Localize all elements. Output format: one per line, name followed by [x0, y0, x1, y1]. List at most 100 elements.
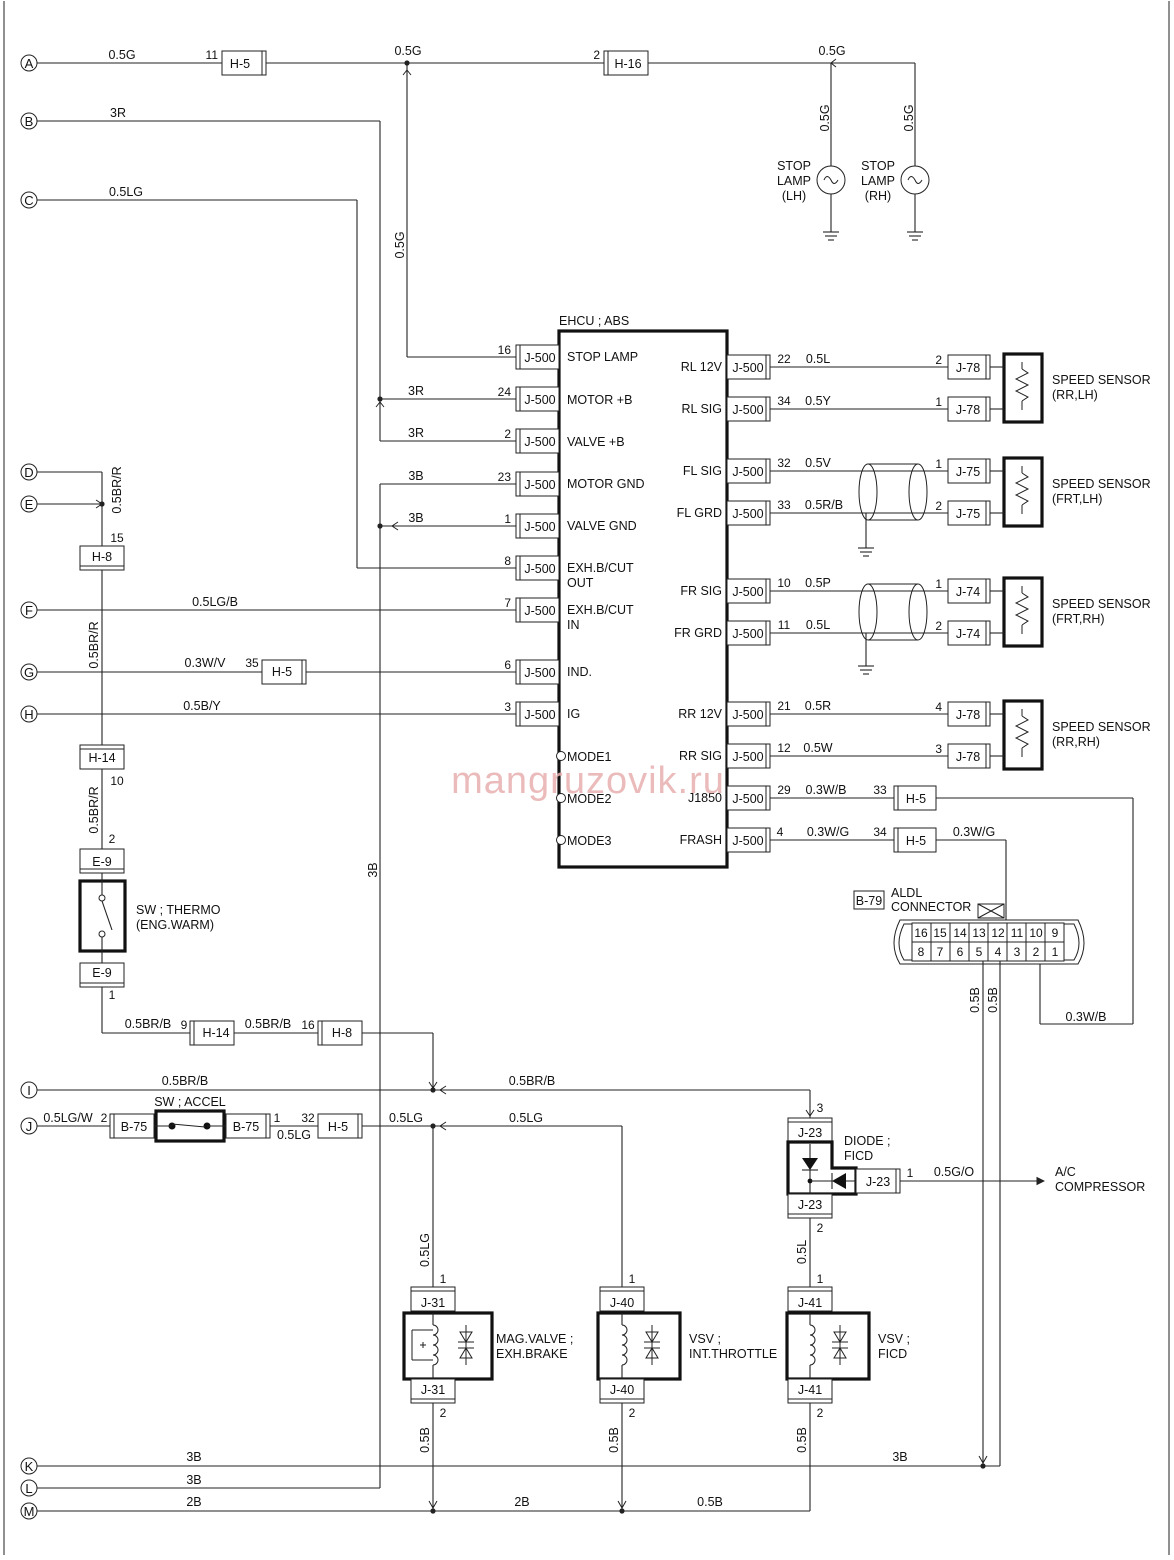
- mag-valve-exh-brake: 1 J-31 MAG.VALVE ; EXH.BRAKE J-31 2 0.5B: [402, 1272, 573, 1511]
- svg-text:0.3W/B: 0.3W/B: [1066, 1010, 1107, 1024]
- svg-text:0.5LG: 0.5LG: [389, 1111, 423, 1125]
- svg-text:0.5G: 0.5G: [394, 44, 421, 58]
- svg-text:23: 23: [498, 470, 512, 484]
- ecu-mode-pin: MODE2: [556, 792, 612, 806]
- svg-text:0.5BR/R: 0.5BR/R: [110, 466, 124, 513]
- svg-text:2: 2: [817, 1221, 824, 1235]
- svg-text:2B: 2B: [186, 1495, 201, 1509]
- svg-text:J-500: J-500: [524, 604, 555, 618]
- svg-text:11: 11: [206, 48, 219, 62]
- svg-text:J-500: J-500: [524, 393, 555, 407]
- svg-text:J-41: J-41: [798, 1383, 822, 1397]
- svg-text:STOP LAMP: STOP LAMP: [567, 350, 638, 364]
- svg-text:B: B: [25, 114, 34, 129]
- terminal-h: H: [20, 705, 38, 723]
- svg-text:J-500: J-500: [732, 792, 763, 806]
- svg-text:FL SIG: FL SIG: [683, 464, 722, 478]
- svg-text:10: 10: [777, 576, 791, 590]
- svg-text:IND.: IND.: [567, 665, 592, 679]
- svg-text:J-500: J-500: [732, 708, 763, 722]
- terminal-k: K: [20, 1457, 38, 1475]
- svg-text:0.5R/B: 0.5R/B: [805, 498, 843, 512]
- svg-text:16: 16: [914, 926, 928, 940]
- svg-text:I: I: [27, 1083, 31, 1098]
- svg-text:3B: 3B: [186, 1450, 201, 1464]
- svg-text:2: 2: [935, 499, 942, 513]
- diode-ficd: 3 J-23 DIODE ; FICD J-23 1 0.5G/O A/C CO…: [786, 1101, 1145, 1287]
- svg-text:21: 21: [777, 699, 791, 713]
- svg-text:F: F: [25, 603, 33, 618]
- svg-text:1: 1: [935, 395, 942, 409]
- svg-text:16: 16: [498, 343, 512, 357]
- svg-text:J-500: J-500: [732, 507, 763, 521]
- svg-text:EHCU ; ABS: EHCU ; ABS: [559, 314, 629, 328]
- vsv-int-throttle: 1 J-40 VSV ; INT.THROTTLE J-40 2 0.5B: [596, 1272, 777, 1511]
- circuit-d-e: 0.5BR/R H-8 15 0.5BR/R H-14 10 0.5BR/R 2…: [37, 466, 438, 1090]
- svg-text:J-74: J-74: [956, 585, 980, 599]
- circuit-ground-3b: 3B 3B 3B 3B: [37, 469, 516, 1489]
- svg-text:A: A: [25, 56, 34, 71]
- svg-text:0.3W/B: 0.3W/B: [806, 783, 847, 797]
- svg-text:RR 12V: RR 12V: [678, 707, 722, 721]
- svg-text:J-500: J-500: [524, 478, 555, 492]
- svg-text:J-500: J-500: [732, 585, 763, 599]
- svg-text:1: 1: [817, 1272, 824, 1286]
- svg-text:11: 11: [778, 618, 791, 632]
- svg-text:10: 10: [1029, 926, 1043, 940]
- svg-text:1: 1: [109, 988, 116, 1002]
- svg-text:H-5: H-5: [906, 792, 926, 806]
- svg-text:STOP: STOP: [861, 159, 895, 173]
- svg-text:RR SIG: RR SIG: [679, 749, 722, 763]
- svg-text:0.5R: 0.5R: [805, 699, 831, 713]
- svg-text:(FRT,LH): (FRT,LH): [1052, 492, 1102, 506]
- watermark-text: mangruzovik.ru: [451, 760, 725, 802]
- svg-text:EXH.B/CUT: EXH.B/CUT: [567, 603, 634, 617]
- svg-text:1: 1: [274, 1111, 281, 1125]
- svg-text:FR GRD: FR GRD: [674, 626, 722, 640]
- svg-text:J-500: J-500: [524, 666, 555, 680]
- svg-text:0.3W/V: 0.3W/V: [185, 656, 227, 670]
- ecu-mode-pin: MODE1: [556, 750, 612, 764]
- speed-sensor-wiring: [770, 366, 948, 757]
- svg-text:0.5LG: 0.5LG: [277, 1128, 311, 1142]
- svg-text:LAMP: LAMP: [777, 174, 811, 188]
- circuit-c: 0.5LG: [37, 185, 516, 569]
- svg-text:0.5LG/W: 0.5LG/W: [43, 1111, 93, 1125]
- terminal-d: D: [20, 463, 38, 481]
- vsv-ficd: 1 J-41 VSV ; FICD J-41 2 0.5B: [785, 1272, 910, 1511]
- svg-text:J-78: J-78: [956, 708, 980, 722]
- circuit-b: 3R 3R 3R: [37, 106, 516, 442]
- svg-text:J-40: J-40: [610, 1383, 634, 1397]
- svg-text:(ENG.WARM): (ENG.WARM): [136, 918, 214, 932]
- svg-text:11: 11: [1011, 926, 1024, 940]
- svg-text:0.5B: 0.5B: [697, 1495, 723, 1509]
- svg-text:VALVE GND: VALVE GND: [567, 519, 637, 533]
- svg-text:2: 2: [817, 1406, 824, 1420]
- svg-text:J-500: J-500: [524, 351, 555, 365]
- svg-text:B-75: B-75: [233, 1120, 259, 1134]
- svg-text:0.5G: 0.5G: [393, 231, 407, 258]
- svg-text:IG: IG: [567, 707, 580, 721]
- svg-text:SW ; ACCEL: SW ; ACCEL: [154, 1095, 226, 1109]
- svg-text:FICD: FICD: [878, 1347, 907, 1361]
- svg-text:1: 1: [1052, 945, 1059, 959]
- speed-sensor-frt-lh: J-751 J-752 SPEED SENSOR(FRT,LH): [935, 456, 1151, 528]
- svg-text:J-500: J-500: [732, 834, 763, 848]
- svg-text:15: 15: [110, 531, 124, 545]
- svg-text:35: 35: [245, 656, 259, 670]
- svg-text:MODE3: MODE3: [567, 834, 612, 848]
- svg-text:J-500: J-500: [524, 520, 555, 534]
- svg-text:RL SIG: RL SIG: [681, 402, 722, 416]
- terminal-m: M: [20, 1502, 38, 1520]
- svg-text:2: 2: [629, 1406, 636, 1420]
- svg-text:0.5G: 0.5G: [818, 44, 845, 58]
- speed-sensor-frt-rh: J-741 J-742 SPEED SENSOR(FRT,RH): [935, 576, 1151, 648]
- svg-text:J-78: J-78: [956, 403, 980, 417]
- svg-text:G: G: [24, 665, 34, 680]
- svg-text:6: 6: [504, 658, 511, 672]
- svg-text:2: 2: [504, 427, 511, 441]
